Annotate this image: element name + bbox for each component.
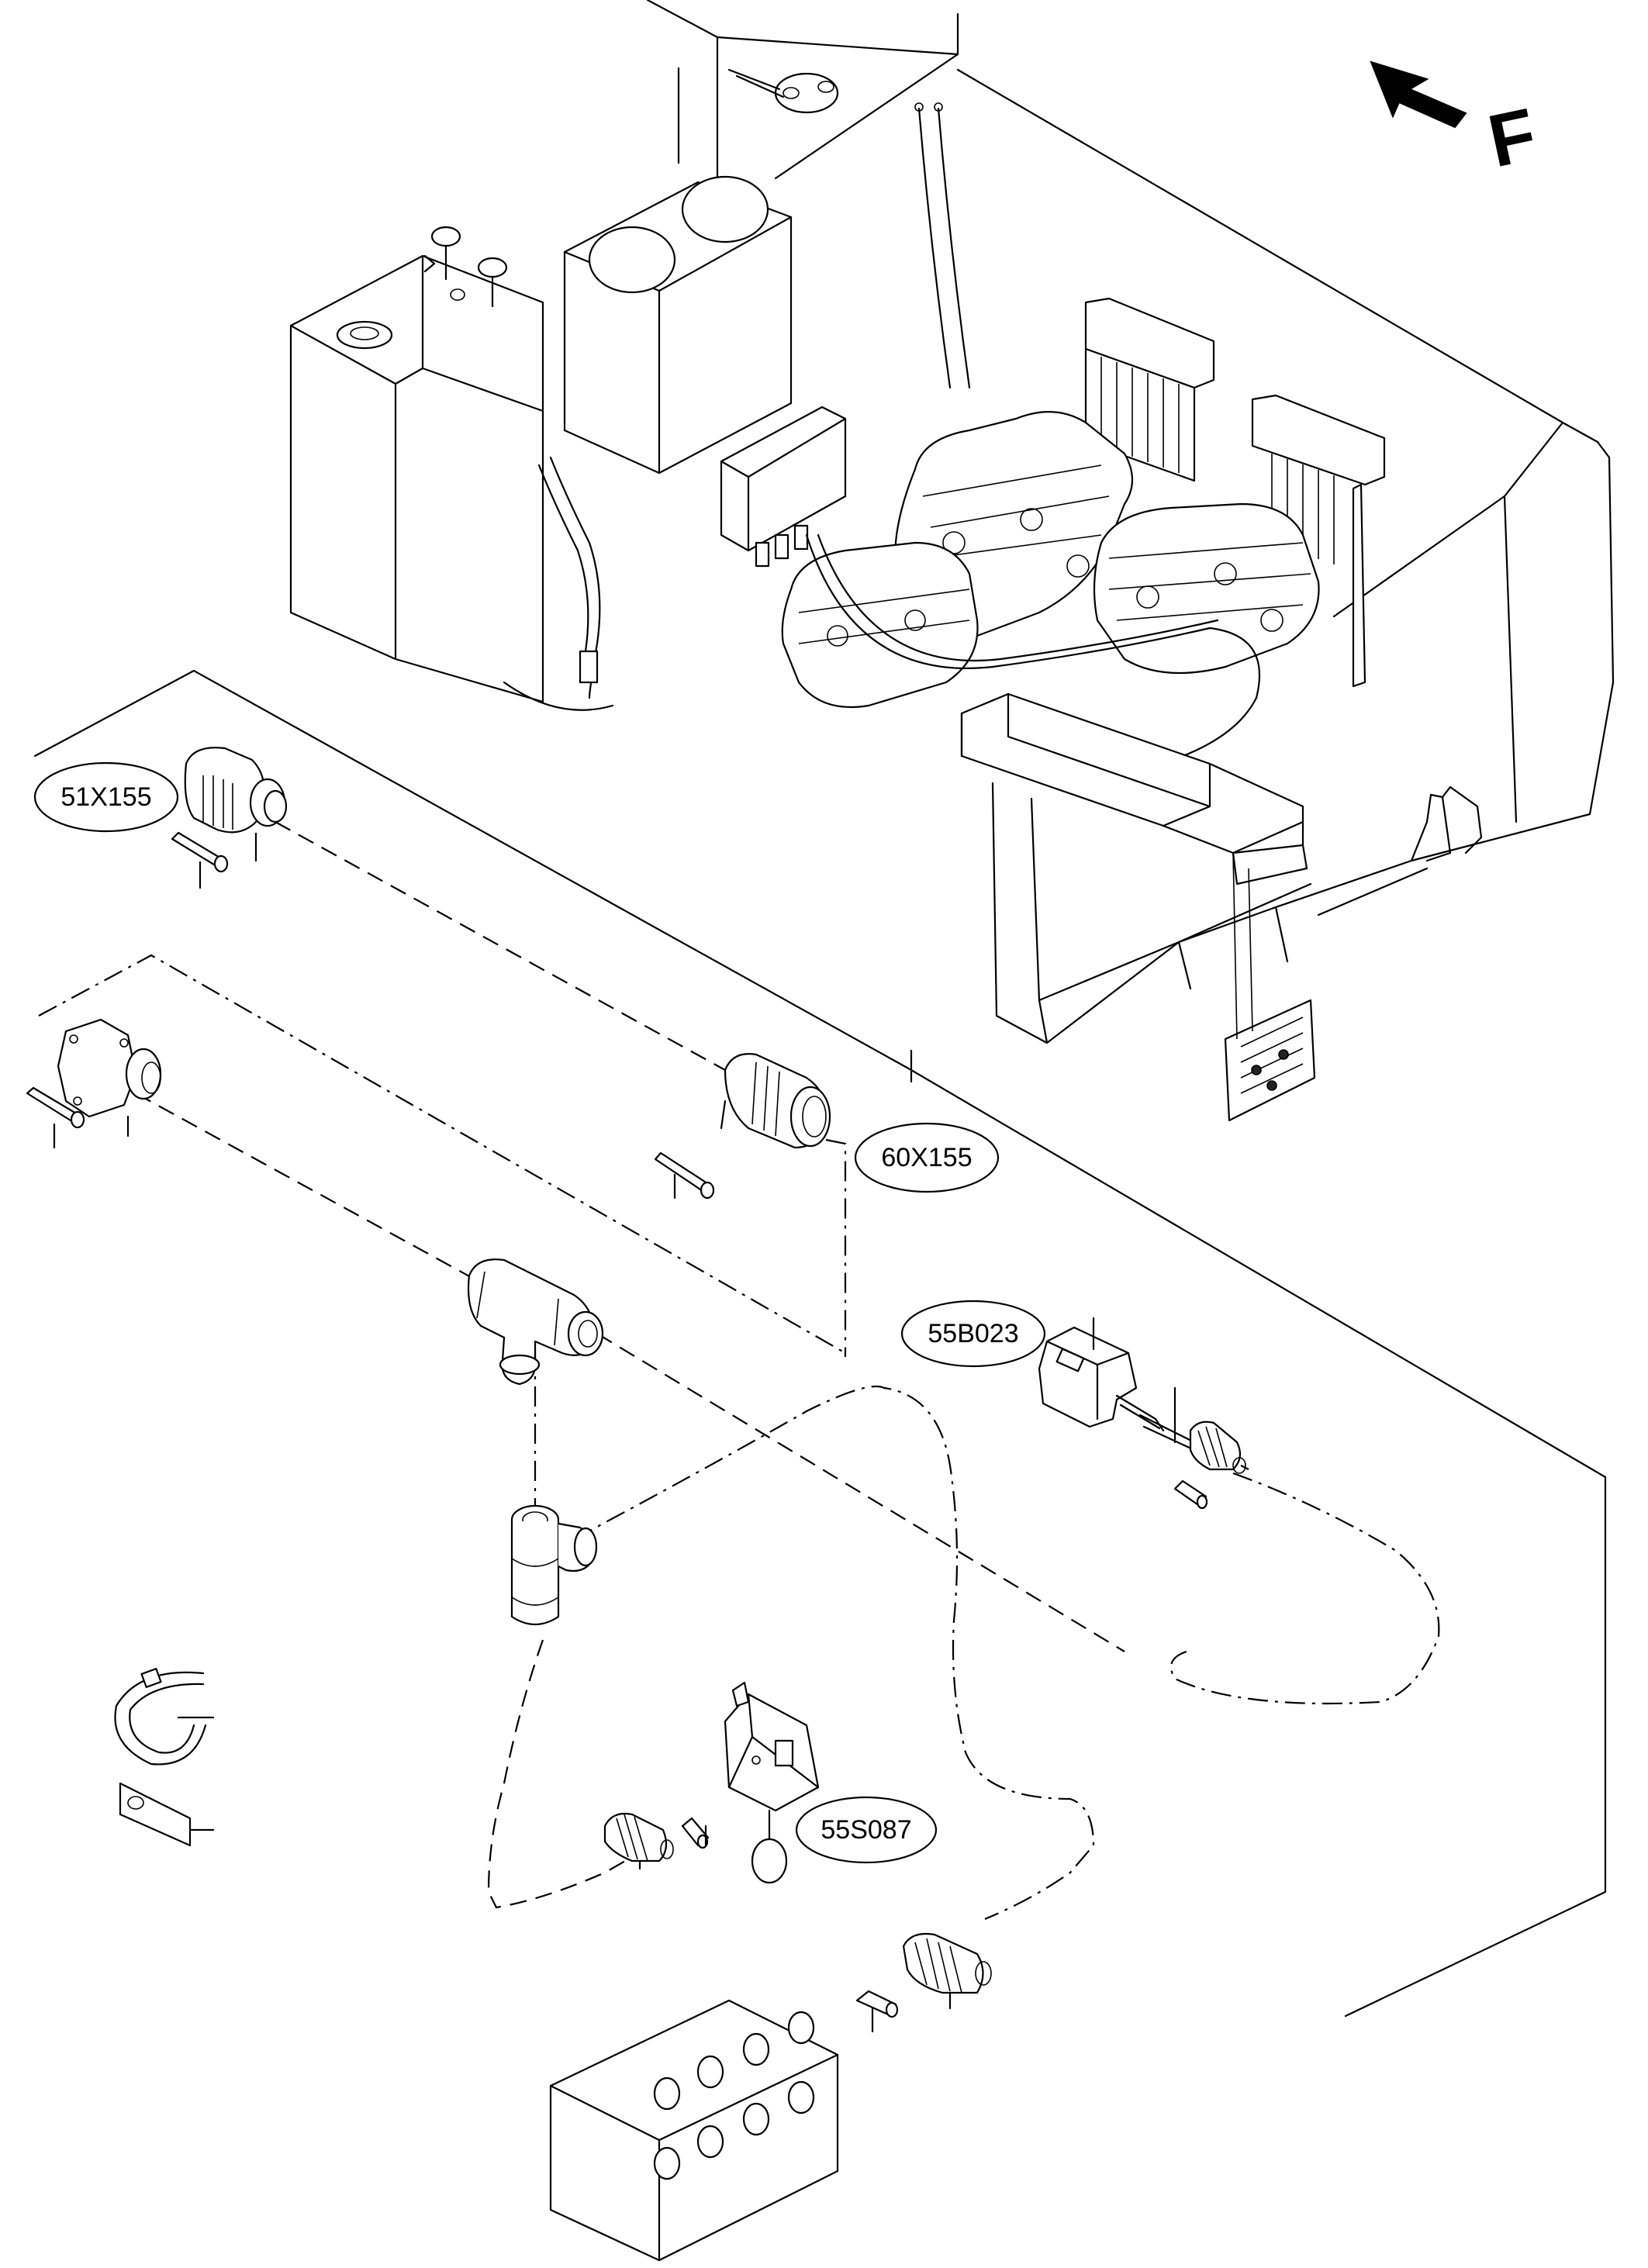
junction-box (549, 1999, 839, 2262)
direction-letter: F (1481, 93, 1543, 184)
pin-2 (681, 1817, 710, 1849)
pin-contact-2 (26, 1086, 85, 1149)
connection-lines (38, 821, 1440, 1921)
direction-arrow-icon (1370, 60, 1467, 129)
tee-fitting-1 (467, 1258, 604, 1386)
connector-gland-3 (902, 1932, 992, 2010)
tee-fitting-2 (510, 1504, 598, 1625)
connector-gland-2 (603, 1812, 674, 1870)
connector-51x155 (184, 747, 288, 862)
callout-label-51x155: 51X155 (60, 782, 151, 812)
direction-indicator: F (1370, 60, 1543, 184)
callout-55b023: 55B023 (900, 1300, 1046, 1368)
callout-label-60x155: 60X155 (881, 1143, 972, 1172)
engine-block-2 (1093, 502, 1320, 675)
callout-60x155: 60X155 (854, 1122, 1000, 1193)
filler-caps (423, 226, 508, 308)
connector-gland-1 (1189, 1421, 1246, 1474)
engine-block-3 (781, 541, 979, 709)
connector-60x155 (720, 1053, 831, 1149)
cable-tie (114, 1668, 215, 1766)
machine-assembly (33, 0, 1615, 2018)
switch-55s087 (724, 1681, 820, 1884)
callout-label-55b023: 55B023 (928, 1319, 1018, 1348)
callout-label-55s087: 55S087 (821, 1815, 911, 1845)
pin-3 (855, 1990, 899, 2033)
callout-55s087: 55S087 (795, 1796, 938, 1864)
sensor-55b023 (1038, 1317, 1196, 1452)
junction-board (1224, 852, 1316, 1122)
pin-contact-1 (171, 831, 229, 889)
pin-1 (1173, 1479, 1208, 1510)
pin-contact-3 (654, 1151, 715, 1200)
flange-receptacle (57, 1018, 162, 1137)
callout-51x155: 51X155 (33, 761, 179, 833)
radiator-2 (1251, 394, 1386, 688)
label-tag (119, 1782, 215, 1847)
